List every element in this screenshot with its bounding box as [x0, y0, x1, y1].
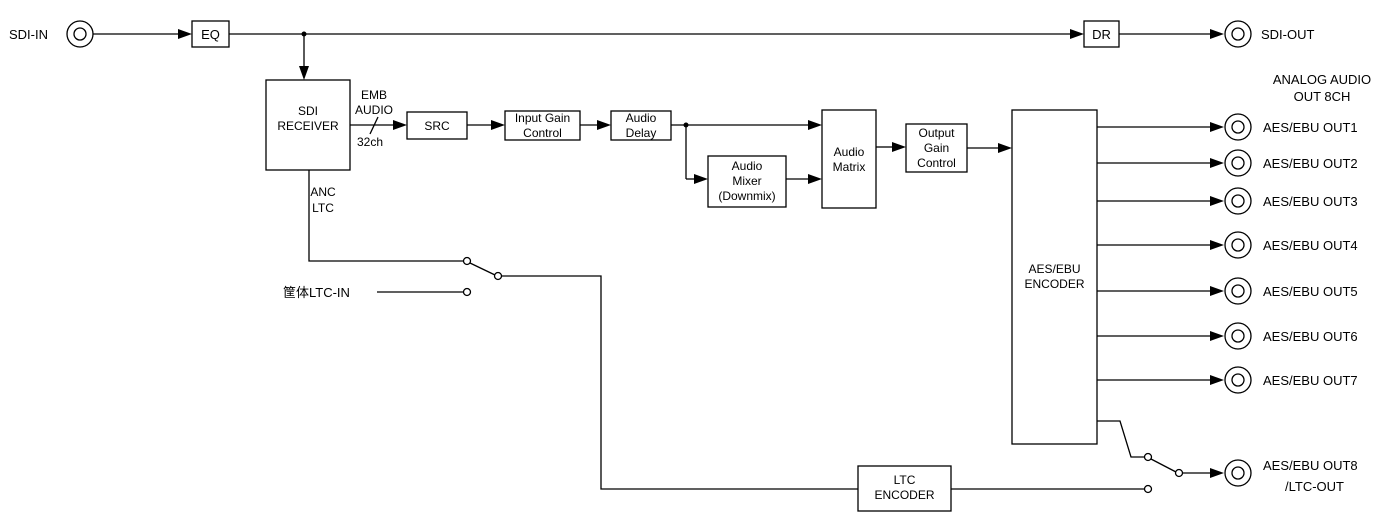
- sdi-in-label: SDI-IN: [9, 27, 48, 42]
- ltc-label: LTC: [312, 201, 334, 215]
- arrow-dr-in: [1070, 29, 1084, 39]
- ltc-out-label: /LTC-OUT: [1285, 479, 1344, 494]
- aes-out-1-label: AES/EBU OUT1: [1263, 120, 1358, 135]
- src-label: SRC: [424, 119, 450, 133]
- arrow-matrix-in-1: [808, 120, 822, 130]
- aes-out-6-label: AES/EBU OUT6: [1263, 329, 1358, 344]
- aes-out-6: AES/EBU OUT6: [1097, 322, 1358, 350]
- out8-label: AES/EBU OUT8: [1263, 458, 1358, 473]
- out8-switch: [1097, 420, 1252, 494]
- aes-out-4: AES/EBU OUT4: [1097, 231, 1358, 259]
- mixer-label-3: (Downmix): [718, 189, 775, 203]
- audio-matrix-block: Audio Matrix: [821, 109, 877, 209]
- aes-out-1: AES/EBU OUT1: [1097, 113, 1358, 141]
- output-gain-label-3: Control: [917, 156, 956, 170]
- anc-label: ANC: [310, 185, 336, 199]
- arrow-mixer-in: [694, 174, 708, 184]
- aes-out-3-label: AES/EBU OUT3: [1263, 194, 1358, 209]
- audio-label: AUDIO: [355, 103, 393, 117]
- arrow-encoder-in: [998, 143, 1012, 153]
- dr-label: DR: [1092, 27, 1111, 42]
- arrow-matrix-in-2: [808, 174, 822, 184]
- arrow-receiver-in: [299, 66, 309, 80]
- arrow-outgain-in: [892, 142, 906, 152]
- arrow-delay-in: [597, 120, 611, 130]
- arrow-eq-in: [178, 29, 192, 39]
- eq-label: EQ: [201, 27, 220, 42]
- output-gain-label-1: Output: [918, 126, 955, 140]
- arrow-sdiout: [1210, 29, 1224, 39]
- mixer-label-2: Mixer: [732, 174, 761, 188]
- ltc-encoder-label-2: ENCODER: [874, 488, 934, 502]
- input-gain-label-2: Control: [523, 126, 562, 140]
- aes-out-2-label: AES/EBU OUT2: [1263, 156, 1358, 171]
- audio-delay-block: Audio Delay: [610, 110, 672, 141]
- input-gain-label-1: Input Gain: [515, 111, 570, 125]
- bus-slash: [369, 116, 379, 135]
- sdi-out-label: SDI-OUT: [1261, 27, 1315, 42]
- aes-out-7-label: AES/EBU OUT7: [1263, 373, 1358, 388]
- output-gain-label-2: Gain: [924, 141, 949, 155]
- sdi-in-connector: [66, 20, 94, 48]
- emb-label: EMB: [361, 88, 387, 102]
- aes-encoder-block: AES/EBU ENCODER: [1011, 109, 1098, 445]
- receiver-label-1: SDI: [298, 104, 318, 118]
- audio-mixer-block: Audio Mixer (Downmix): [707, 155, 787, 208]
- aes-out-5-label: AES/EBU OUT5: [1263, 284, 1358, 299]
- ltc-in-label: 筐体LTC-IN: [283, 285, 350, 300]
- aes-out-5: AES/EBU OUT5: [1097, 277, 1358, 305]
- input-gain-block: Input Gain Control: [504, 110, 581, 141]
- mixer-label-1: Audio: [732, 159, 763, 173]
- ltc-encoder-block: LTC ENCODER: [857, 465, 952, 512]
- matrix-label-2: Matrix: [833, 160, 866, 174]
- ltc-encoder-label-1: LTC: [894, 473, 916, 487]
- analog-8ch-label: OUT 8CH: [1294, 89, 1351, 104]
- aes-out-2: AES/EBU OUT2: [1097, 149, 1358, 177]
- sdi-out-connector: [1224, 20, 1252, 48]
- arrow-src-in: [393, 120, 407, 130]
- aes-out-4-label: AES/EBU OUT4: [1263, 238, 1358, 253]
- delay-label-1: Audio: [626, 111, 657, 125]
- analog-audio-label: ANALOG AUDIO: [1273, 72, 1371, 87]
- sdi-receiver-block: SDI RECEIVER: [265, 79, 351, 171]
- eq-block: EQ: [191, 20, 230, 48]
- encoder-label-1: AES/EBU: [1028, 262, 1080, 276]
- matrix-label-1: Audio: [834, 145, 865, 159]
- dr-block: DR: [1083, 20, 1120, 48]
- encoder-label-2: ENCODER: [1024, 277, 1084, 291]
- ltc-input-switch: [308, 170, 858, 490]
- aes-out-3: AES/EBU OUT3: [1097, 187, 1358, 215]
- aes-out-7: AES/EBU OUT7: [1097, 366, 1358, 394]
- arrow-gain-in: [491, 120, 505, 130]
- src-block: SRC: [406, 111, 468, 140]
- ch-label: 32ch: [357, 135, 383, 149]
- delay-label-2: Delay: [626, 126, 657, 140]
- receiver-label-2: RECEIVER: [277, 119, 339, 133]
- output-gain-block: Output Gain Control: [905, 123, 968, 173]
